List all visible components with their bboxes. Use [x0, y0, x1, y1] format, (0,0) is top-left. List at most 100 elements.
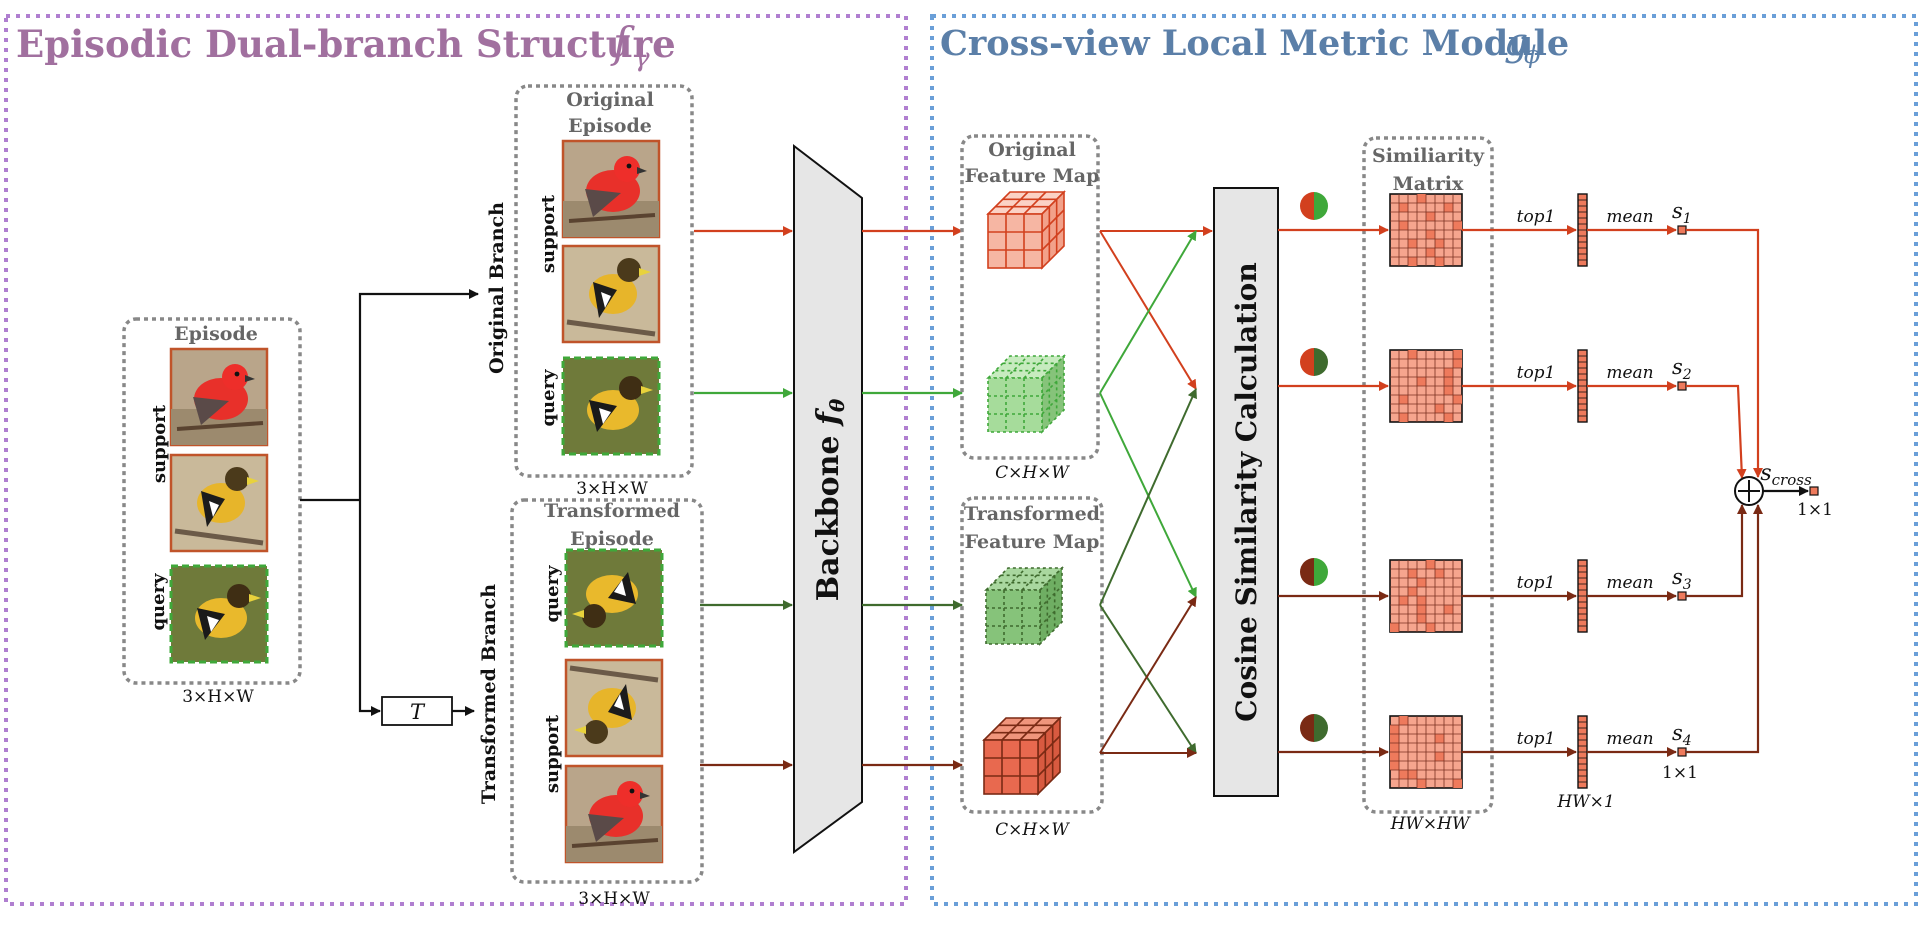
original-episode-line1: Original: [566, 89, 654, 111]
transformed-feature-box: Transformed Feature Map C×H×W: [960, 496, 1104, 840]
episode-box: Episode support query 3×H×W: [122, 317, 302, 707]
original-feature-box: Original Feature Map C×H×W: [960, 134, 1100, 483]
backbone-input-arrows: [694, 226, 793, 770]
original-bird-red: [561, 139, 661, 239]
pair-indicator-icon: [1300, 348, 1328, 376]
episode-query-label: query: [148, 573, 169, 631]
top1-vector: [1577, 559, 1588, 633]
original-bird-query: [561, 356, 661, 456]
right-panel-title: Cross-view Local Metric Module g ϕ: [940, 20, 1569, 69]
metric-row: top1 mean s1: [1278, 192, 1763, 478]
mean-label: mean: [1606, 729, 1653, 749]
transformed-branch-label: Transformed Branch: [478, 584, 500, 804]
original-dims: 3×H×W: [576, 479, 648, 499]
cosine-label: Cosine Similarity Calculation: [1230, 262, 1263, 721]
bird-image-red: [169, 347, 269, 447]
output-dims: 1×1: [1797, 500, 1833, 520]
bird-image-query: [169, 564, 269, 664]
transformed-support-label: support: [542, 714, 563, 793]
sum-node: [1734, 476, 1764, 506]
transformed-feature-line2: Feature Map: [965, 531, 1100, 553]
transformed-episode-box: Transformed Episode Transformed Branch q…: [478, 498, 704, 909]
top1-vector: [1577, 193, 1588, 267]
transformed-episode-line2: Episode: [570, 528, 654, 550]
similarity-line2: Matrix: [1393, 173, 1464, 195]
cosine-block: Cosine Similarity Calculation: [1213, 187, 1279, 797]
output-sub: cross: [1772, 471, 1812, 489]
cube-transformed-query: [984, 566, 1064, 646]
top1-vector: [1577, 349, 1588, 423]
transformed-feature-dims: C×H×W: [995, 820, 1070, 840]
transformed-bird-red: [564, 764, 664, 864]
score-dims: 1×1: [1662, 763, 1698, 783]
original-query-label: query: [538, 369, 559, 427]
backbone-label: Backbone: [811, 435, 846, 601]
cross-connections: [1099, 226, 1213, 758]
transformed-episode-line1: Transformed: [544, 500, 680, 522]
pair-indicator-icon: [1300, 714, 1328, 742]
score-label: s3: [1672, 565, 1692, 593]
branch-arrows: [300, 289, 479, 716]
similarity-dims: HW×HW: [1390, 814, 1471, 834]
backbone-subscript: θ: [825, 398, 849, 412]
vector-dims: HW×1: [1556, 792, 1614, 812]
episode-label: Episode: [174, 323, 258, 345]
bird-image-yellow: [171, 455, 267, 551]
backbone-block: Backbone fθ: [793, 143, 863, 854]
score-label: s4: [1672, 721, 1692, 749]
score-square: [1677, 381, 1687, 391]
mean-label: mean: [1606, 573, 1653, 593]
left-title-subscript: γ: [634, 43, 650, 73]
right-title-subscript: ϕ: [1524, 41, 1540, 69]
right-panel-border: [930, 14, 1918, 906]
cube-original-support: [986, 190, 1066, 270]
episode-dims: 3×H×W: [182, 687, 254, 707]
score-label: s1: [1672, 199, 1692, 227]
svg-text:Backbone fθ: Backbone fθ: [811, 398, 849, 601]
similarity-matrix: [1389, 349, 1463, 423]
score-square: [1677, 747, 1687, 757]
original-feature-line2: Feature Map: [965, 165, 1100, 187]
feature-map-arrows: [862, 226, 963, 770]
top1-label: top1: [1517, 363, 1556, 383]
original-episode-box: Original Episode Original Branch support…: [486, 84, 694, 499]
similarity-matrix: [1389, 715, 1463, 789]
cube-transformed-support: [982, 716, 1062, 796]
left-title-text: Episodic Dual-branch Structure: [16, 22, 676, 66]
left-panel-title: Episodic Dual-branch Structure f γ: [16, 18, 676, 73]
output-label: scross: [1760, 461, 1812, 489]
pair-indicator-icon: [1300, 558, 1328, 586]
score-square: [1677, 225, 1687, 235]
episode-support-label: support: [149, 404, 170, 483]
score-square: [1677, 591, 1687, 601]
transformed-dims: 3×H×W: [578, 889, 650, 909]
cube-original-query: [986, 354, 1066, 434]
output-score-square: [1809, 486, 1819, 496]
left-panel-border: [4, 14, 908, 906]
transform-box: T: [381, 696, 453, 726]
original-episode-line2: Episode: [568, 115, 652, 137]
similarity-line1: Similiarity: [1372, 145, 1485, 167]
original-branch-label: Original Branch: [486, 202, 508, 374]
right-title-symbol: g: [1504, 20, 1528, 64]
mean-label: mean: [1606, 363, 1653, 383]
transformed-query-label: query: [542, 565, 563, 623]
score-label: s2: [1672, 355, 1692, 383]
original-bird-yellow: [563, 246, 659, 342]
top1-label: top1: [1517, 207, 1556, 227]
original-support-label: support: [538, 194, 559, 273]
output-s: s: [1760, 461, 1771, 486]
transformed-bird-query: [564, 548, 664, 648]
top1-vector: [1577, 715, 1588, 789]
mean-label: mean: [1606, 207, 1653, 227]
transform-label: T: [410, 700, 426, 724]
original-feature-dims: C×H×W: [995, 463, 1070, 483]
transformed-feature-line1: Transformed: [964, 503, 1100, 525]
similarity-matrix: [1389, 559, 1463, 633]
right-title-text: Cross-view Local Metric Module: [940, 23, 1569, 64]
pair-indicator-icon: [1300, 192, 1328, 220]
